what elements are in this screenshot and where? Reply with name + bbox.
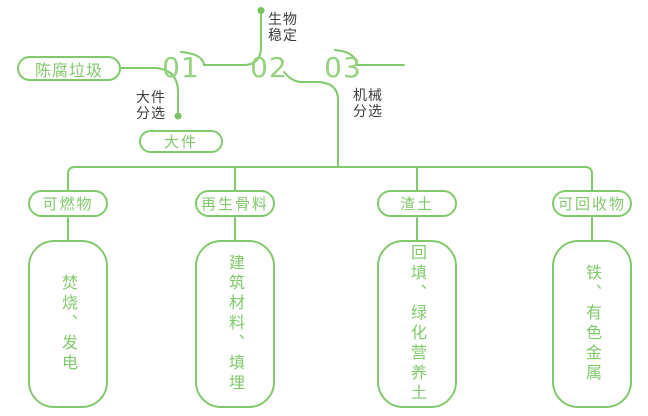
step-label-bulky-sorting: 大件 分选 — [136, 90, 166, 123]
bio-branch-dot — [257, 7, 265, 14]
detail-text: 建筑材料、填埋 — [226, 254, 245, 394]
bulky-output-node: 大件 — [139, 130, 223, 153]
category-label: 可回收物 — [557, 195, 626, 213]
category-node-recycled-aggregate: 再生骨料 — [195, 190, 275, 217]
category-node-combustibles: 可燃物 — [28, 190, 108, 217]
category-label: 可燃物 — [42, 195, 94, 213]
detail-box-slag-soil: 回填、绿化营养土 — [377, 240, 457, 408]
step-label-mechanical-sorting: 机械 分选 — [353, 88, 383, 121]
detail-box-recycled-aggregate: 建筑材料、填埋 — [195, 240, 275, 408]
step-number-1: 01 — [162, 51, 200, 84]
line-step3-exit — [334, 49, 405, 66]
category-label: 再生骨料 — [200, 195, 269, 213]
detail-text: 铁、有色金属 — [583, 264, 602, 384]
bus-line — [67, 166, 593, 191]
bulky-branch-dot — [174, 112, 182, 120]
root-node: 陈腐垃圾 — [17, 56, 121, 81]
category-label: 渣土 — [399, 195, 434, 213]
detail-text: 回填、绿化营养土 — [408, 244, 427, 404]
detail-text: 焚烧、发电 — [59, 274, 78, 374]
category-node-slag-soil: 渣土 — [377, 190, 457, 217]
category-node-recyclables: 可回收物 — [552, 190, 632, 217]
line-step1-to-bulky — [155, 67, 179, 113]
detail-box-recyclables: 铁、有色金属 — [552, 240, 632, 408]
line-step2-to-bio — [237, 13, 262, 66]
step-label-bio-stabilization: 生物 稳定 — [268, 12, 298, 45]
bulky-output-label: 大件 — [163, 133, 198, 151]
step-number-2: 02 — [250, 51, 288, 84]
root-node-label: 陈腐垃圾 — [34, 60, 103, 80]
step-number-3: 03 — [324, 51, 362, 84]
line-step2-to-bus — [283, 71, 339, 167]
line-step1-to-step2 — [180, 51, 239, 66]
detail-box-combustibles: 焚烧、发电 — [28, 240, 108, 408]
